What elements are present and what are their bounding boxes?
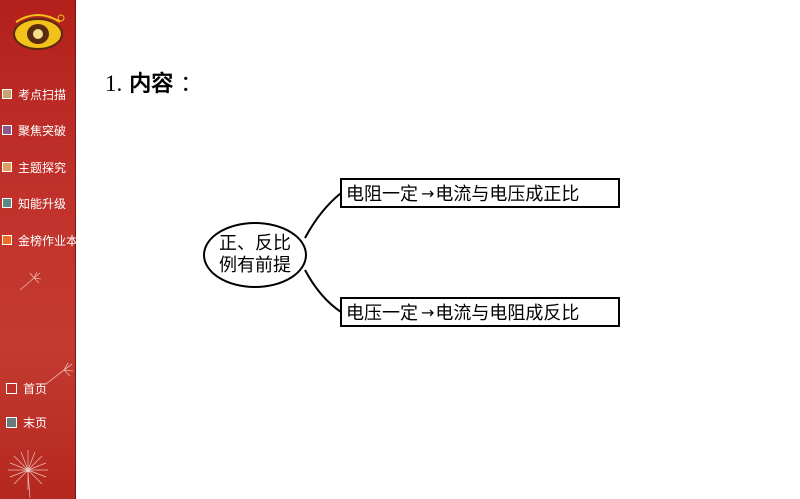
branch1-result: 电流与电压成正比 [435,184,580,205]
last-page-button[interactable]: 末页 [6,413,47,431]
dandelion-seed-icon [19,272,42,291]
nav-swatch [2,125,12,135]
last-page-label: 末页 [23,415,48,430]
page-swatch [6,382,17,394]
nav-item-zhuti[interactable]: 主题探究 [2,158,66,176]
heading-word: 内容 [129,72,174,97]
page-swatch [6,416,17,428]
branch-box-lower: 电压一定 → 电流与电阻成反比 [340,297,620,327]
right-arrow-icon: → [421,302,434,322]
nav-item-label: 金榜作业本 [18,233,79,248]
branch2-result: 电流与电阻成反比 [435,303,580,324]
heading-colon: ： [180,72,203,97]
home-page-button[interactable]: 首页 [6,379,47,397]
nav-item-kaodian[interactable]: 考点扫描 [2,85,66,103]
dandelion-seed-icon [45,362,74,385]
upper-connector-line [304,192,342,239]
logo-eye-icon [13,14,65,50]
nav-item-label: 知能升级 [18,196,67,211]
section-heading: 1. 内容 ： [105,66,202,98]
center-line2: 例有前提 [219,255,291,276]
center-line1: 正、反比 [219,233,291,254]
dandelion-flower-icon [8,450,48,498]
nav-item-zhineng[interactable]: 知能升级 [2,194,66,212]
branch2-condition: 电压一定 [346,303,418,324]
concept-diagram: 正、反比 例有前提 电阻一定 → 电流与电压成正比 电压一定 → 电流与电阻成反… [195,170,635,340]
nav-item-label: 考点扫描 [18,87,67,102]
branch-box-upper: 电阻一定 → 电流与电压成正比 [340,178,620,208]
center-oval: 正、反比 例有前提 [203,222,307,288]
nav-swatch [2,162,12,172]
nav-item-jinbang[interactable]: 金榜作业本 [2,231,78,249]
connector-lines [304,192,342,313]
nav-swatch [2,89,12,99]
home-page-label: 首页 [23,381,48,396]
right-arrow-icon: → [421,183,434,203]
sidebar: 考点扫描 聚焦突破 主题探究 知能升级 金榜作业本 首页 [0,0,78,499]
branch1-condition: 电阻一定 [346,184,418,205]
lower-connector-line [304,269,342,313]
nav-swatch [2,235,12,245]
nav-item-jujiao[interactable]: 聚焦突破 [2,121,66,139]
nav-item-label: 聚焦突破 [18,123,67,138]
nav-swatch [2,198,12,208]
nav-item-label: 主题探究 [18,160,67,175]
heading-number: 1. [105,71,123,96]
